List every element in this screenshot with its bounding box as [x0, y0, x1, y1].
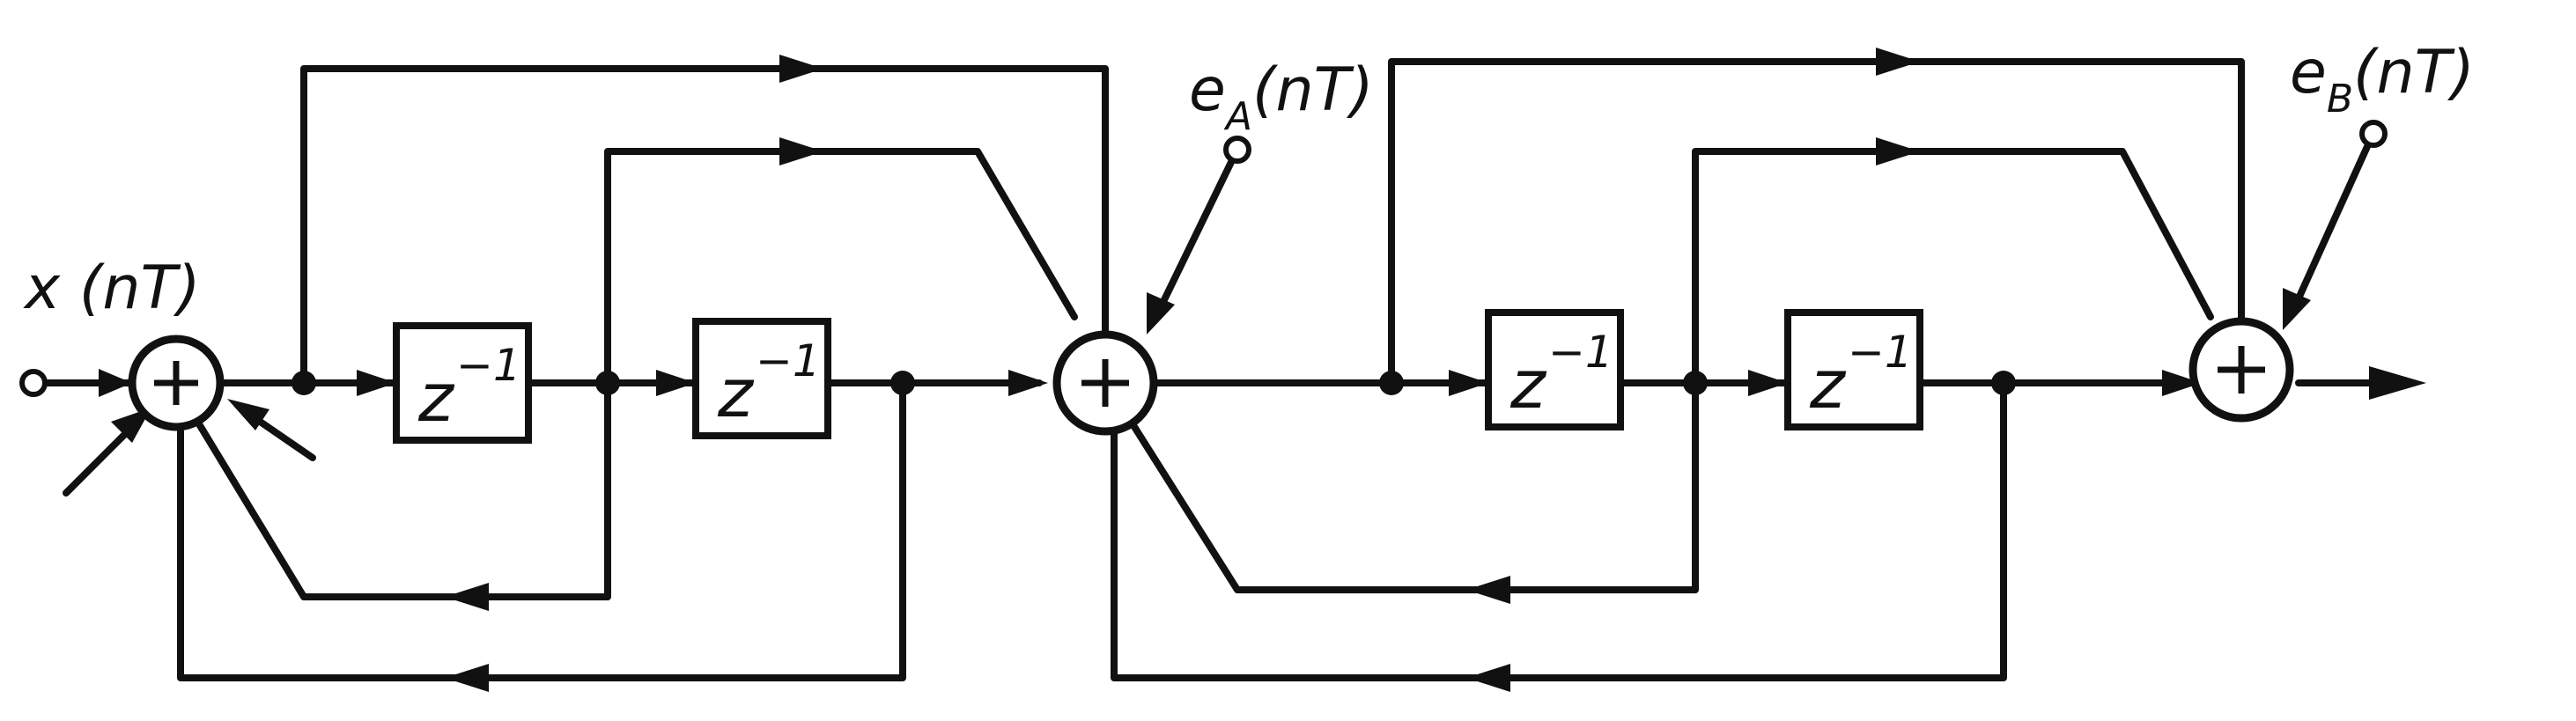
error-inputs	[1147, 139, 2373, 335]
error-a-arrow	[1147, 292, 1175, 335]
delay-label-exponent: −1	[756, 335, 821, 386]
delay-label-exponent: −1	[1548, 327, 1613, 378]
branch-nodes	[292, 371, 2016, 395]
error-b-arrow	[2283, 288, 2311, 330]
delay-label-base: z	[717, 354, 755, 432]
section-a-loops	[63, 55, 1109, 692]
output-arrow	[2369, 366, 2426, 400]
delay-label-exponent: −1	[456, 340, 521, 391]
error-a-terminal	[1223, 136, 1251, 164]
error-b-label: eB(nT)	[2290, 38, 2475, 121]
delay-label-base: z	[1509, 345, 1547, 423]
branch-node	[292, 371, 316, 395]
section-b-loops	[1111, 48, 2245, 692]
delay-block-3: z −1	[1485, 309, 1624, 430]
error-a-symbol: e	[1189, 55, 1226, 125]
error-a-label: eA(nT)	[1189, 55, 1374, 139]
branch-node	[595, 371, 620, 395]
delay-block-1: z −1	[393, 322, 532, 444]
delay-label-exponent: −1	[1848, 327, 1913, 378]
input-terminal	[19, 369, 48, 397]
error-b-symbol: e	[2290, 38, 2327, 107]
adder-3	[2188, 317, 2294, 423]
branch-node	[1683, 371, 1708, 395]
error-a-subscript: A	[1223, 94, 1252, 139]
delay-label-base: z	[417, 358, 455, 437]
adder-2	[1052, 330, 1158, 436]
adder-1	[128, 335, 225, 431]
input-label: x (nT)	[23, 254, 201, 323]
branch-node	[1379, 371, 1404, 395]
branch-node	[890, 371, 915, 395]
error-b-subscript: B	[2327, 77, 2353, 121]
error-b-argument: (nT)	[2353, 38, 2475, 107]
branch-node	[1991, 371, 2016, 395]
error-b-terminal	[2359, 120, 2388, 148]
delay-block-2: z −1	[692, 318, 831, 439]
delay-label-base: z	[1809, 345, 1847, 423]
delay-block-4: z −1	[1784, 309, 1923, 430]
error-a-argument: (nT)	[1252, 55, 1374, 125]
